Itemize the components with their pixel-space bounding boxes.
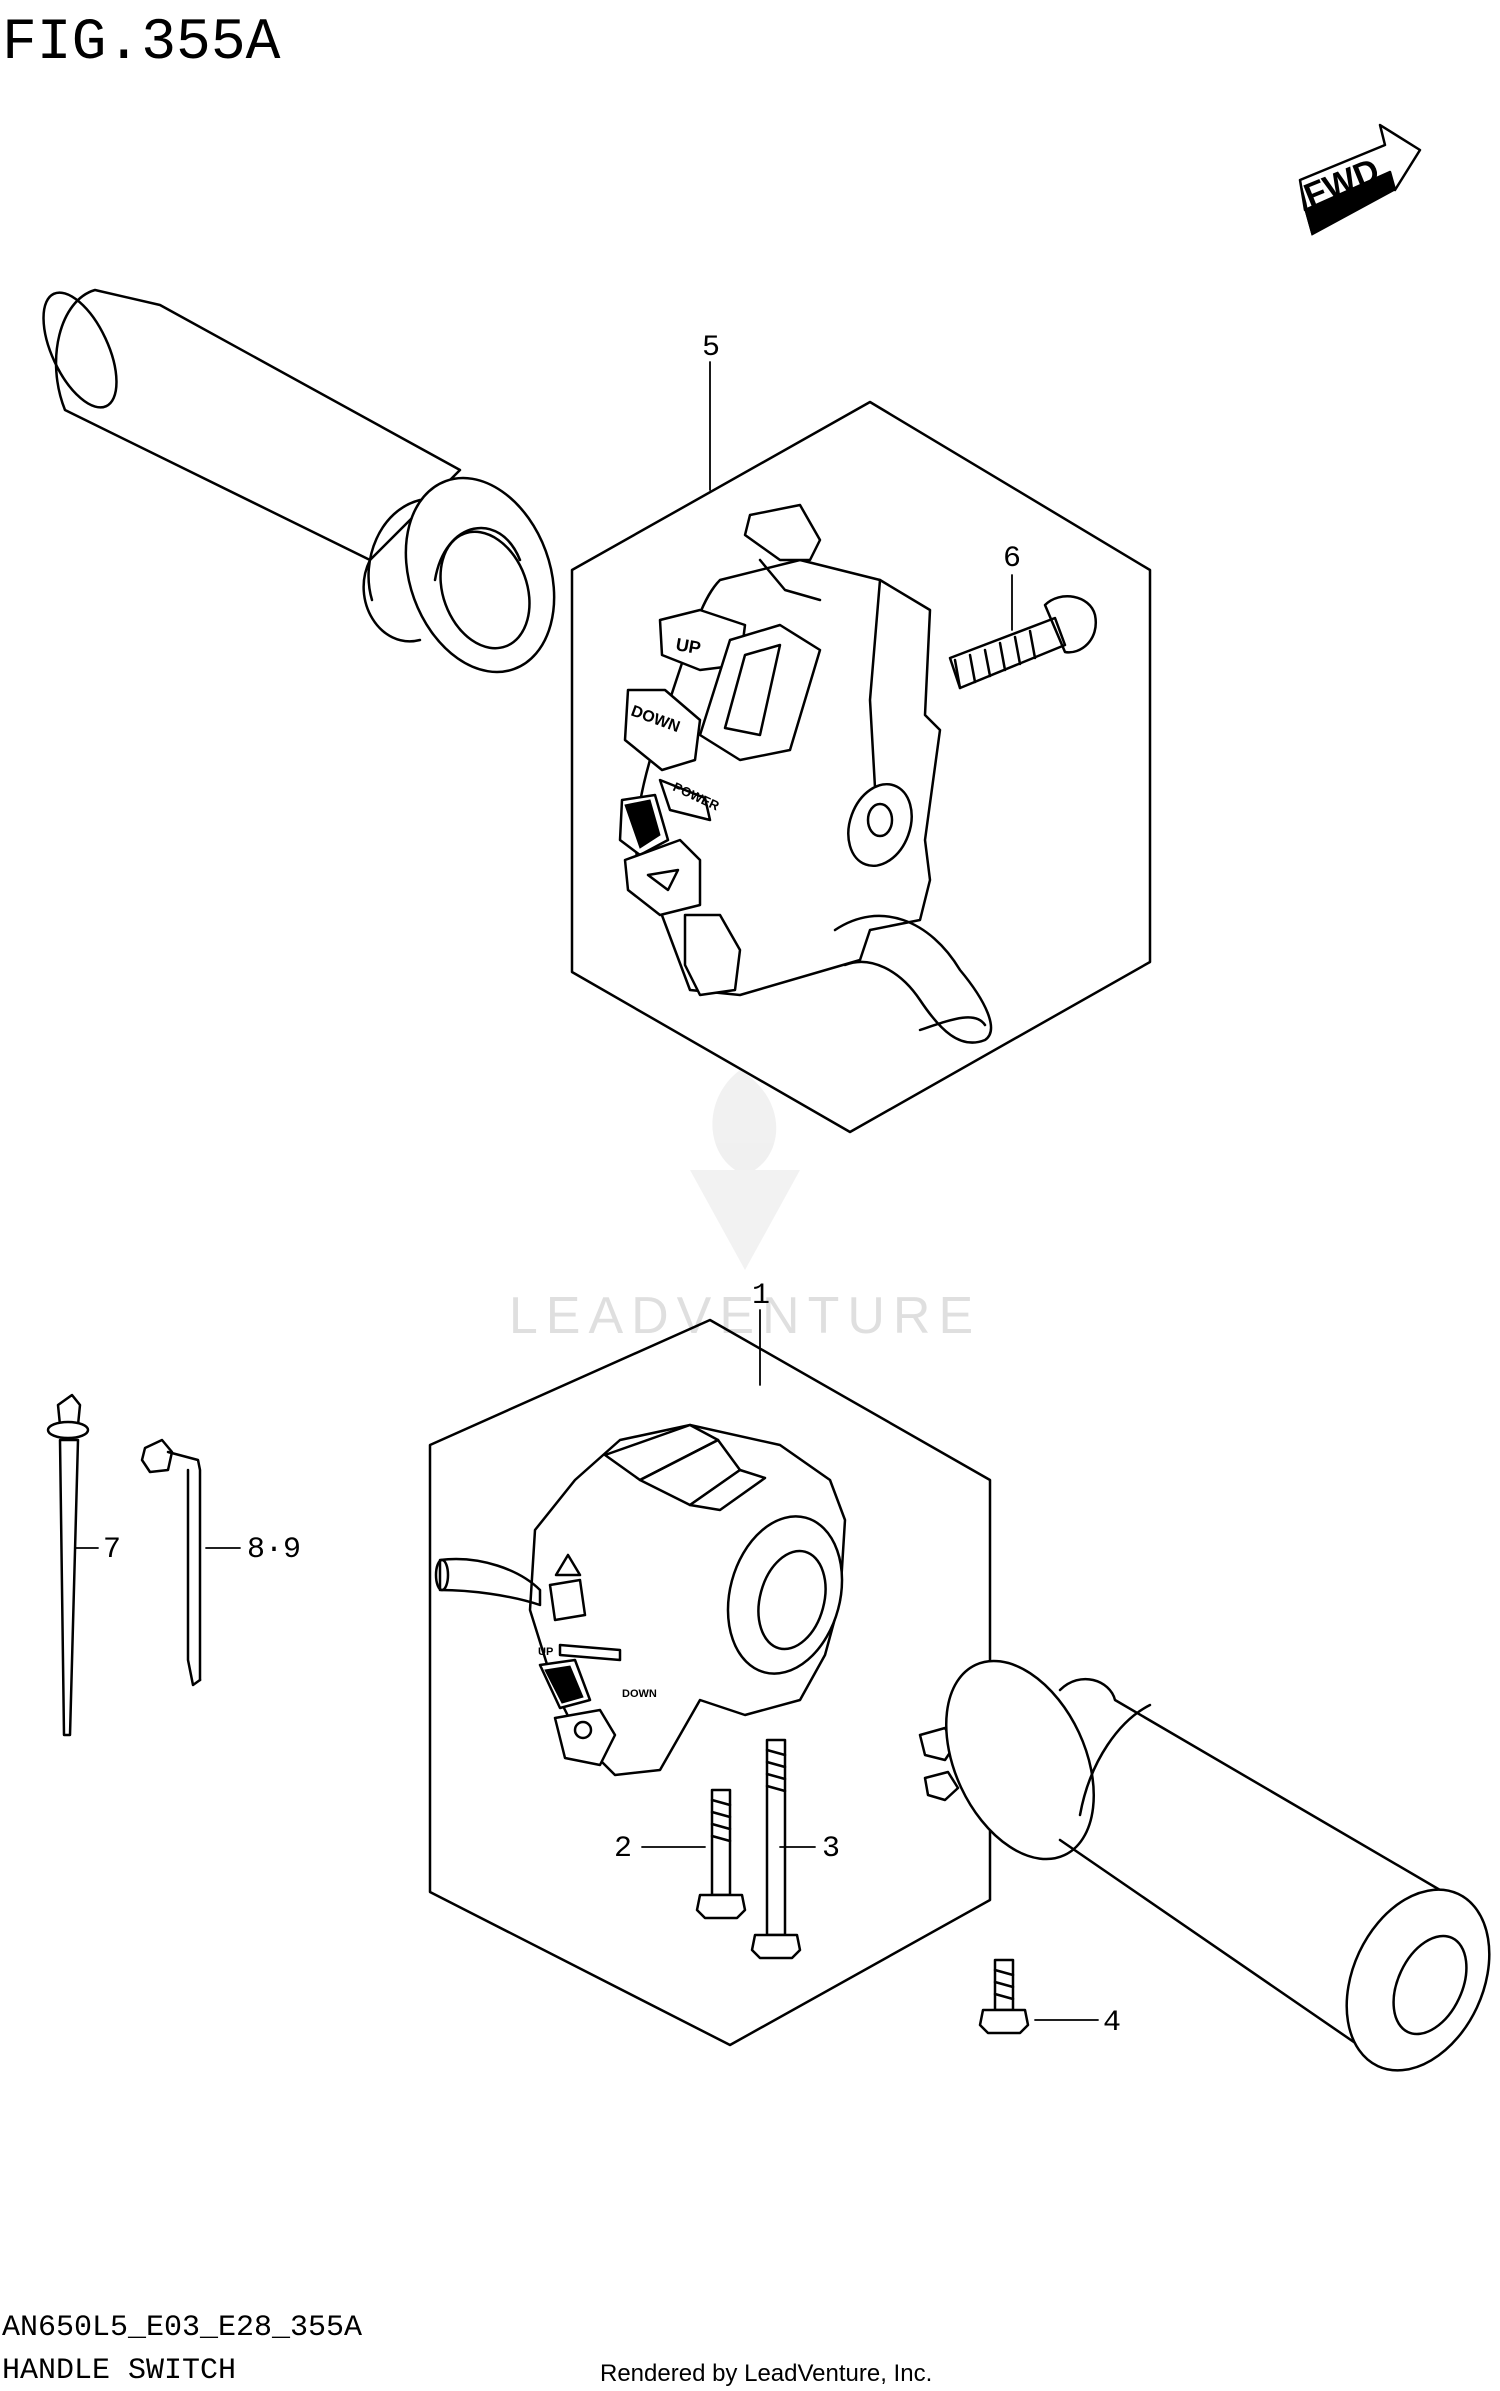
screw-part-3 xyxy=(750,1738,802,1960)
callout-8-9: 8·9 xyxy=(247,1533,301,1567)
fwd-direction-arrow-icon: FWD xyxy=(1298,123,1422,236)
figure-id: FIG.355A xyxy=(2,11,281,76)
figure-title: HANDLE SWITCH xyxy=(2,2354,236,2388)
screw-part-6 xyxy=(948,595,1098,690)
callout-4: 4 xyxy=(1103,2006,1121,2040)
callout-3: 3 xyxy=(822,1832,840,1866)
left-handle-switch-assembly: UP DOWN xyxy=(434,1423,847,1777)
watermark-text: LEADVENTURE xyxy=(509,1287,981,1345)
callout-7: 7 xyxy=(103,1533,121,1567)
callout-5: 5 xyxy=(702,331,720,365)
callout-2: 2 xyxy=(614,1832,632,1866)
down-small-label: DOWN xyxy=(622,1688,657,1700)
callout-1: 1 xyxy=(752,1279,770,1313)
drawing-code: AN650L5_E03_E28_355A xyxy=(2,2311,362,2345)
callout-6: 6 xyxy=(1003,542,1021,576)
screw-part-4 xyxy=(978,1958,1030,2035)
part-1-boundary xyxy=(428,1318,992,2047)
clamp-part-8-9 xyxy=(140,1438,202,1687)
part-5-boundary xyxy=(570,400,1152,1134)
cable-tie-part-7 xyxy=(46,1393,90,1737)
up-button-label: UP xyxy=(674,634,702,658)
screw-part-2 xyxy=(695,1788,747,1920)
leadventure-watermark: LEADVENTURE xyxy=(509,1070,981,1345)
render-credit: Rendered by LeadVenture, Inc. xyxy=(600,2360,932,2387)
up-small-label: UP xyxy=(538,1646,553,1658)
left-handlebar-grip xyxy=(42,288,556,674)
right-handle-switch-assembly: UP DOWN POWER xyxy=(618,503,993,1044)
right-handlebar-grip xyxy=(918,1659,1491,2072)
